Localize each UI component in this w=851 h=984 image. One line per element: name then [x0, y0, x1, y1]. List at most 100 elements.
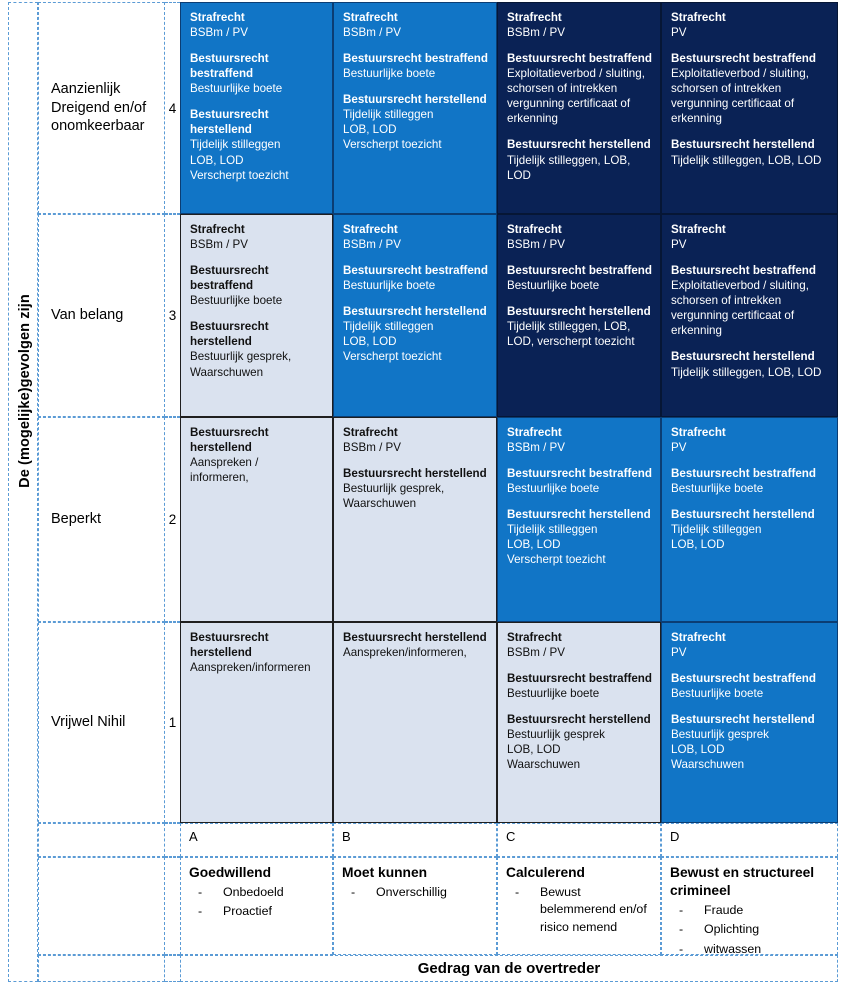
measure-heading: Bestuursrecht bestraffend — [507, 264, 652, 278]
block-gap — [507, 40, 652, 51]
measure-heading: Bestuursrecht bestraffend — [507, 467, 652, 481]
measure-item: Tijdelijk stilleggen, LOB, LOD — [671, 153, 822, 167]
block-gap — [507, 660, 652, 671]
measure-item: Bestuurlijke boete — [507, 482, 600, 496]
block-gap — [671, 40, 829, 51]
behaviour-bullet: -Onverschillig — [342, 884, 492, 901]
severity-number-3: 3 — [165, 214, 180, 417]
measure-item: Verscherpt toezicht — [190, 168, 289, 182]
measure-heading: Bestuursrecht bestraffend — [507, 672, 652, 686]
block-gap — [190, 252, 324, 263]
measure-item: Tijdelijk stilleggen — [671, 523, 762, 537]
dash-bullet-icon: - — [198, 884, 203, 899]
block-gap — [190, 308, 324, 319]
behaviour-bullet: -witwassen — [670, 941, 833, 958]
behaviour-desc-a: Goedwillend -Onbedoeld-Proactief — [180, 857, 333, 955]
measure-item: Tijdelijk stilleggen, LOB, LOD — [507, 153, 631, 182]
measure-item: Aanspreken/informeren, — [343, 646, 467, 660]
measure-heading: Bestuursrecht bestraffend — [343, 264, 488, 278]
measure-heading: Bestuursrecht bestraffend — [343, 52, 488, 66]
measure-heading: Bestuursrecht herstellend — [507, 713, 651, 727]
block-gap — [671, 701, 829, 712]
measure-heading: Strafrecht — [671, 631, 726, 644]
measure-item: BSBm / PV — [507, 646, 565, 660]
dash-bullet-icon: - — [198, 904, 203, 919]
measure-heading: Strafrecht — [507, 223, 562, 236]
measure-item: PV — [671, 441, 687, 455]
block-gap — [671, 126, 829, 137]
measure-item: Tijdelijk stilleggen — [507, 523, 598, 537]
behaviour-title: Goedwillend — [189, 865, 272, 880]
dash-bullet-icon: - — [679, 941, 684, 956]
block-gap — [343, 293, 488, 304]
measure-heading: Bestuursrecht bestraffend — [671, 672, 816, 686]
behaviour-bullet-list: -Onbedoeld-Proactief — [189, 884, 328, 921]
block-gap — [343, 81, 488, 92]
measure-item: PV — [671, 26, 687, 40]
measure-item: Tijdelijk stilleggen — [343, 320, 434, 334]
measure-item: Waarschuwen — [507, 758, 581, 772]
measure-item: Exploitatieverbod / sluiting, schorsen o… — [671, 67, 809, 126]
behaviour-bullet-list: -Fraude -Oplichting -witwassen — [670, 902, 833, 958]
spacer-label-footer — [38, 955, 165, 982]
block-gap — [343, 252, 488, 263]
measure-heading: Bestuursrecht herstellend — [343, 93, 487, 107]
measure-heading: Bestuursrecht herstellend — [343, 631, 487, 644]
severity-label-1: Vrijwel Nihil — [38, 622, 165, 823]
measure-item: Exploitatieverbod / sluiting, schorsen o… — [671, 279, 809, 338]
measure-heading: Bestuursrecht bestraffend — [507, 52, 652, 66]
measure-item: LOB, LOD — [190, 153, 244, 167]
measure-heading: Bestuursrecht bestraffend — [671, 264, 816, 278]
measure-item: Bestuurlijke boete — [507, 279, 600, 293]
measure-item: informeren, — [190, 471, 249, 485]
behaviour-letter-b: B — [333, 823, 497, 857]
measure-heading: Bestuursrecht herstellend — [671, 508, 815, 522]
block-gap — [671, 455, 829, 466]
spacer-number-letterrow — [165, 823, 180, 857]
block-gap — [343, 40, 488, 51]
behaviour-bullet: -Fraude — [670, 902, 833, 919]
behaviour-title: Calculerend — [506, 865, 585, 880]
measure-item: Bestuurlijke boete — [343, 67, 436, 81]
measure-item: Bestuurlijke boete — [190, 294, 283, 308]
measure-heading: Bestuursrecht herstellend — [671, 138, 815, 152]
measure-item: Bestuurlijke boete — [343, 279, 436, 293]
measure-item: Bestuurlijk gesprek, — [190, 350, 292, 364]
measure-heading: Strafrecht — [671, 11, 726, 24]
y-axis-label: De (mogelijke)gevolgen zijn — [17, 294, 33, 488]
behaviour-desc-c: Calculerend-Bewust belemmerend en/of ris… — [497, 857, 661, 955]
spacer-label-descrow — [38, 857, 165, 955]
behaviour-letter-a: A — [180, 823, 333, 857]
behaviour-bullet: -Onbedoeld — [189, 884, 328, 901]
severity-label-2: Beperkt — [38, 417, 165, 622]
measure-item: Bestuurlijk gesprek, — [343, 482, 445, 496]
measure-heading: Bestuursrecht herstellend — [671, 713, 815, 727]
measure-item: LOB, LOD — [671, 743, 725, 757]
measure-item: Tijdelijk stilleggen, LOB, LOD, verscher… — [507, 320, 635, 349]
measure-item: BSBm / PV — [507, 441, 565, 455]
behaviour-letter-d: D — [661, 823, 838, 857]
measure-item: Bestuurlijke boete — [671, 687, 764, 701]
measure-item: Waarschuwen — [190, 365, 264, 379]
measure-item: PV — [671, 646, 687, 660]
block-gap — [507, 293, 652, 304]
behaviour-bullet: -Oplichting — [670, 921, 833, 938]
severity-label-4: Aanzienlijk Dreigend en/of onomkeerbaar — [38, 2, 165, 214]
measure-item: BSBm / PV — [343, 238, 401, 252]
